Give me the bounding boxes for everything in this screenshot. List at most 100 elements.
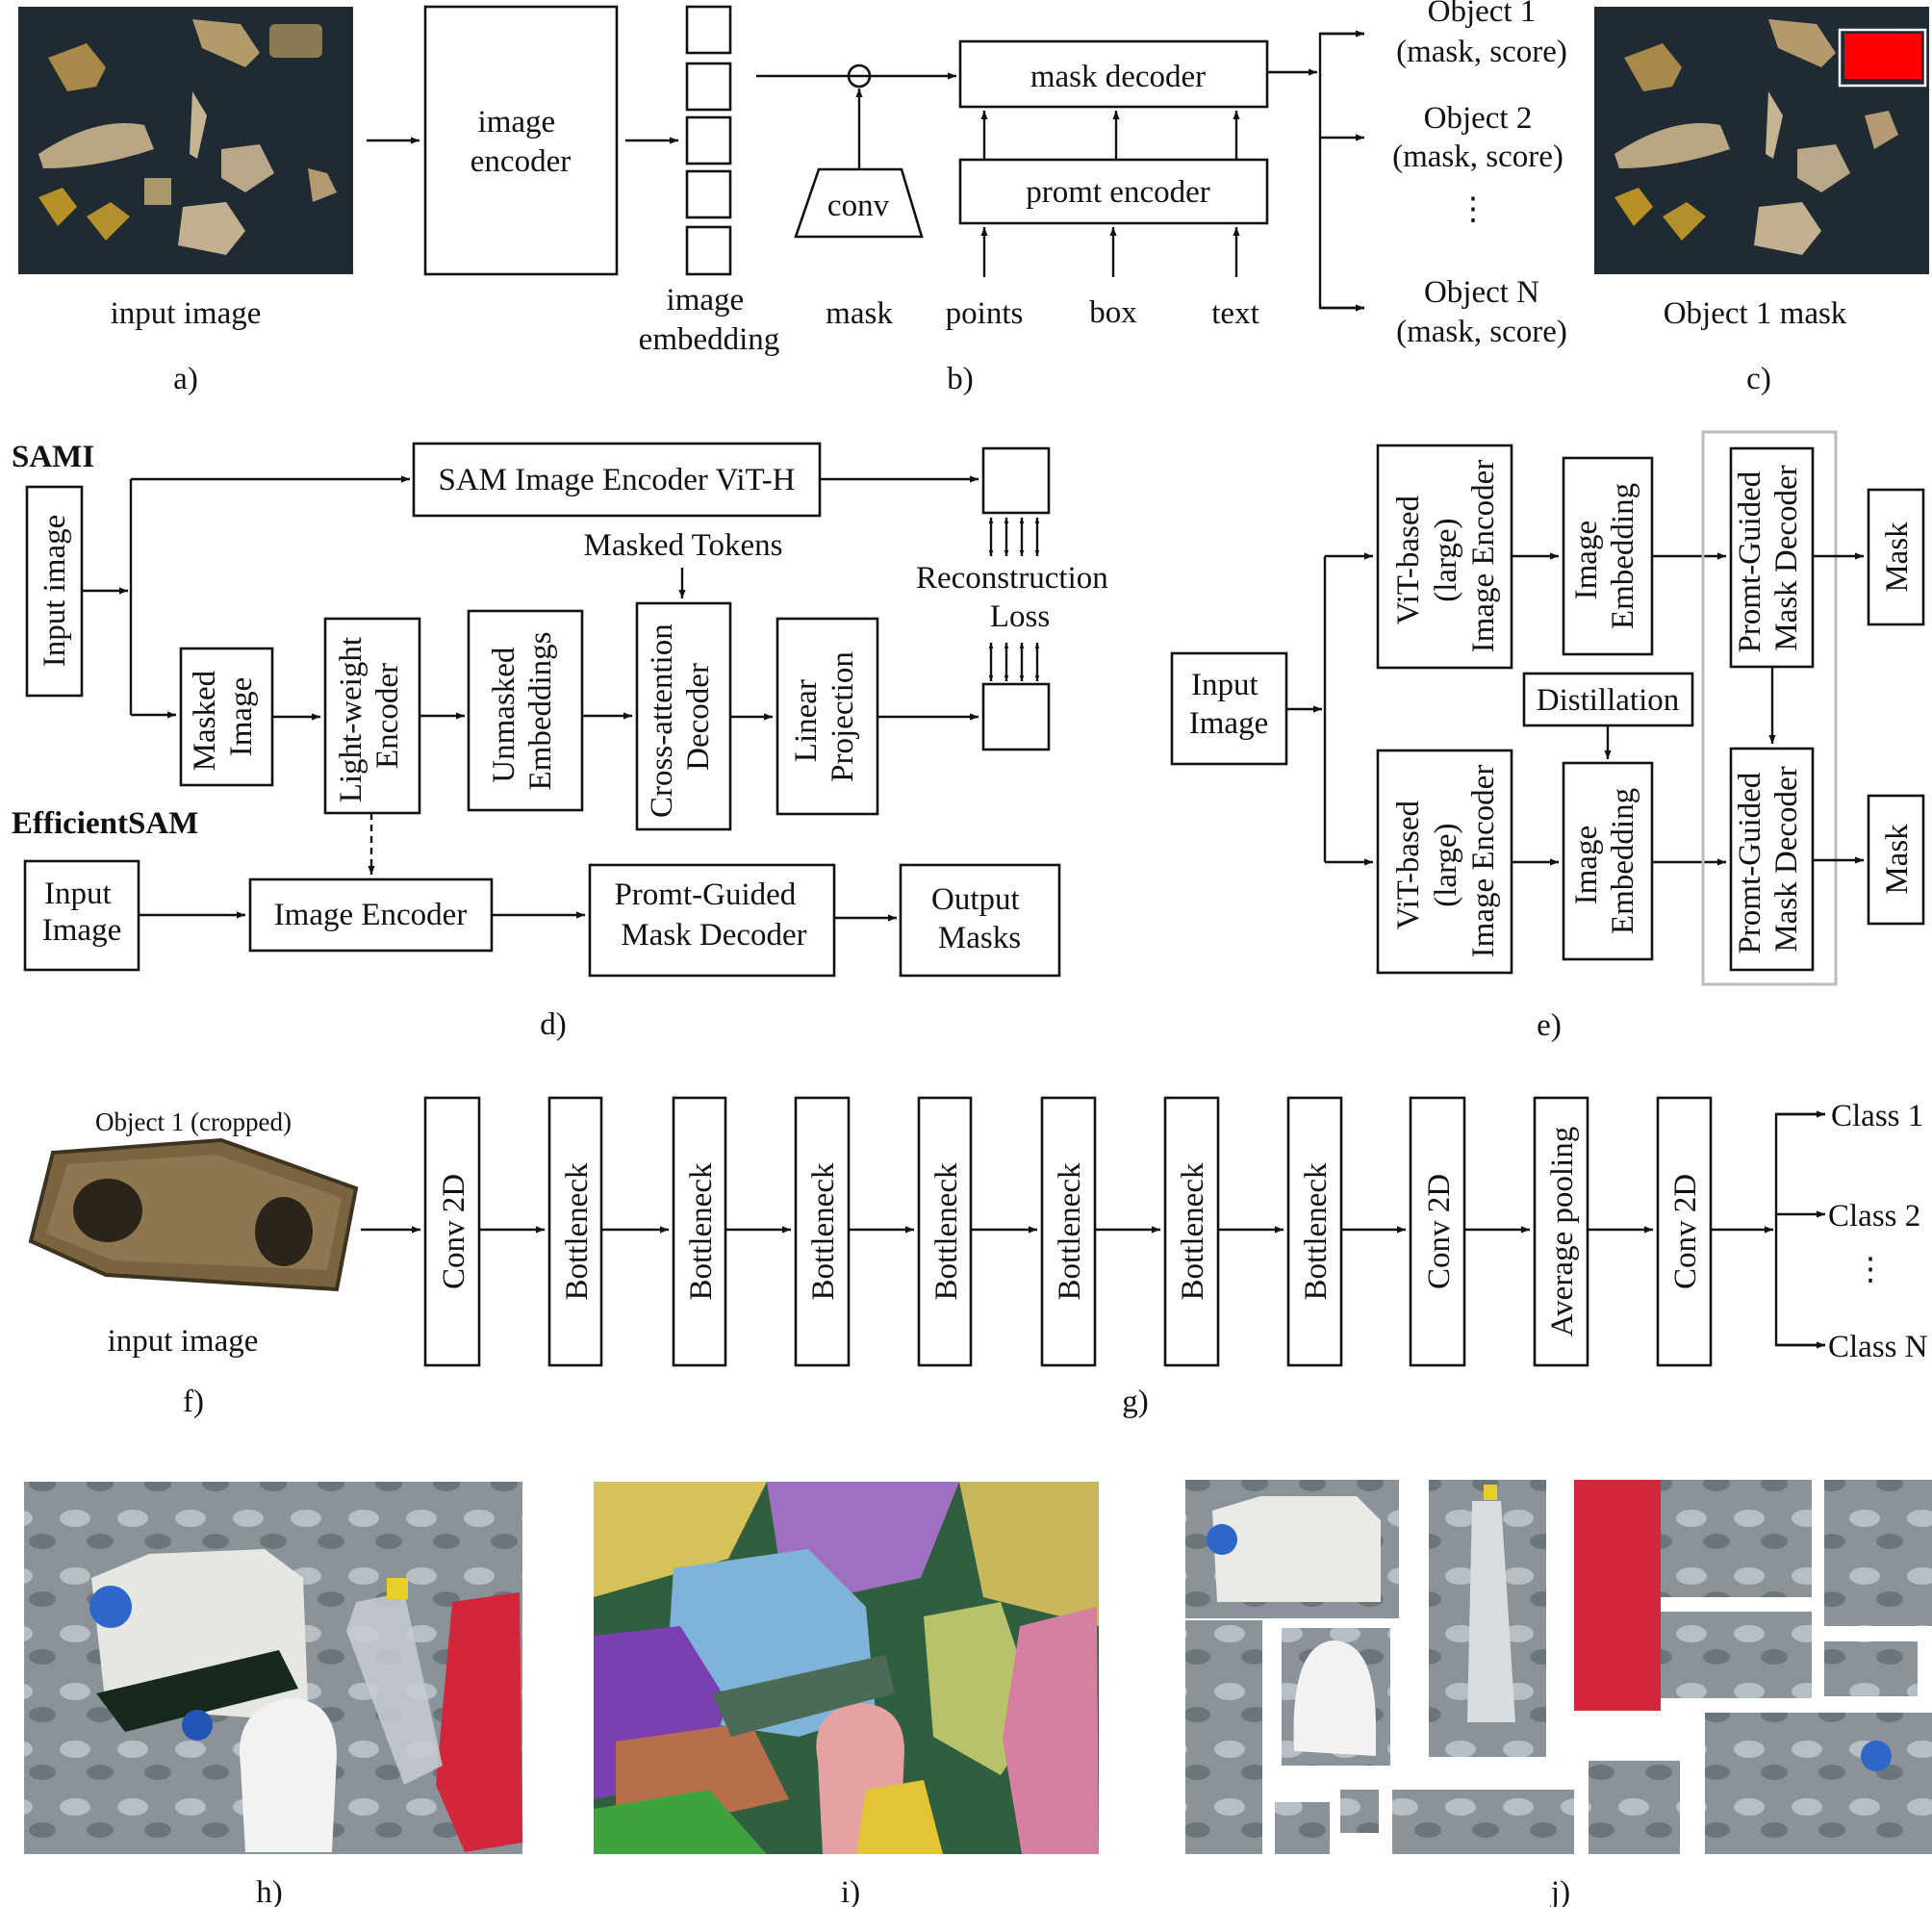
class-2-label: Class 2 bbox=[1828, 1199, 1920, 1233]
plastic-waste-photo bbox=[24, 1482, 522, 1854]
panel-g: Conv 2D Bottleneck Bottleneck Bottleneck… bbox=[361, 1096, 1928, 1419]
panel-d: SAMI Input image SAM Image Encoder ViT-H… bbox=[12, 440, 1116, 1042]
panel-a: input image a) image encoder image embed… bbox=[18, 5, 780, 396]
mask-decoder-label: mask decoder bbox=[1030, 60, 1206, 94]
class-n-label: Class N bbox=[1828, 1330, 1928, 1364]
cropped-object-hole-2 bbox=[255, 1197, 313, 1266]
layer-3-label: Bottleneck bbox=[684, 1162, 719, 1300]
output-masks-label: Output Masks bbox=[931, 882, 1028, 955]
esam-prompt-guided-decoder-label: Promt-Guided Mask Decoder bbox=[614, 877, 806, 953]
sami-title: SAMI bbox=[12, 440, 94, 474]
esam-prompt-guided-decoder-box bbox=[588, 863, 836, 978]
panel-label-h: h) bbox=[256, 1875, 283, 1907]
object-1-mask-overlay bbox=[1844, 34, 1921, 79]
mask-input-label: mask bbox=[826, 296, 893, 331]
panel-j: j) bbox=[1185, 1480, 1932, 1907]
unmasked-embeddings-box bbox=[467, 609, 584, 812]
lightweight-encoder-label: Light-weight Encoder bbox=[334, 629, 405, 803]
layer-4-box bbox=[794, 1096, 851, 1367]
mask-decoder-box bbox=[958, 39, 1269, 109]
e-input-image-label: Input Image bbox=[1189, 668, 1268, 741]
cross-attention-decoder-label: Cross-attention Decoder bbox=[645, 616, 716, 818]
layer-7-label: Bottleneck bbox=[1176, 1162, 1210, 1300]
class-1-label: Class 1 bbox=[1831, 1099, 1923, 1133]
target-embedding-box bbox=[981, 446, 1051, 515]
box-label: box bbox=[1089, 295, 1137, 330]
student-mask-box bbox=[1867, 794, 1925, 926]
crop-tile-wide-bottle bbox=[1705, 1713, 1932, 1854]
panel-label-g: g) bbox=[1122, 1385, 1149, 1419]
crop-tile-bottom-small bbox=[1589, 1761, 1680, 1854]
object-1-bounding-box bbox=[1838, 28, 1927, 88]
cropped-object-hole-1 bbox=[73, 1179, 142, 1242]
efficientsam-title: EfficientSAM bbox=[12, 806, 198, 841]
text-label: text bbox=[1211, 296, 1258, 331]
linear-projection-label: Linear Projection bbox=[789, 651, 860, 782]
object-1-name: Object 1 bbox=[1428, 0, 1537, 29]
crop-tile-tiny-2 bbox=[1340, 1790, 1379, 1833]
esam-image-encoder-label: Image Encoder bbox=[274, 898, 468, 932]
object-2-name: Object 2 bbox=[1424, 101, 1533, 136]
teacher-decoder-label: Promt-Guided Mask Decoder bbox=[1733, 463, 1804, 652]
reconstruction-loss-label: Reconstruction Loss bbox=[916, 561, 1116, 634]
class-fork bbox=[1774, 1112, 1825, 1347]
student-mask-label: Mask bbox=[1880, 824, 1915, 895]
conv-label: conv bbox=[827, 189, 890, 223]
image-encoder-box bbox=[423, 5, 619, 276]
layer-3-box bbox=[672, 1096, 727, 1367]
reconstruction-arrows-top bbox=[988, 518, 1040, 556]
image-encoder-label: image encoder bbox=[470, 105, 571, 179]
crop-tile-bag-b bbox=[1824, 1480, 1932, 1626]
cropped-object-caption: input image bbox=[108, 1324, 259, 1359]
crop-tile-red-bottle bbox=[1574, 1480, 1661, 1711]
object-1-detail: (mask, score) bbox=[1396, 35, 1567, 69]
shared-decoder-outline bbox=[1701, 430, 1838, 986]
layer-11-label: Conv 2D bbox=[1668, 1174, 1703, 1289]
panel-label-e: e) bbox=[1537, 1008, 1562, 1043]
layer-6-box bbox=[1040, 1096, 1097, 1367]
outputs-ellipsis: ⋮ bbox=[1458, 192, 1489, 227]
input-image-caption: input image bbox=[111, 296, 262, 331]
crop-tile-cup bbox=[1661, 1612, 1812, 1698]
panel-label-c: c) bbox=[1746, 362, 1771, 396]
student-decoder-label: Promt-Guided Mask Decoder bbox=[1733, 764, 1804, 954]
panel-c: Object 1 mask c) bbox=[1594, 7, 1929, 396]
panel-label-d: d) bbox=[540, 1007, 567, 1042]
student-embedding-label: Image Embedding bbox=[1569, 788, 1640, 934]
unmasked-embeddings-label: Unmasked Embeddings bbox=[487, 632, 558, 791]
esam-input-image-label: Input Image bbox=[42, 877, 121, 948]
points-label: points bbox=[946, 296, 1024, 331]
crop-tile-clear-tall bbox=[1185, 1620, 1262, 1854]
object-n-name: Object N bbox=[1424, 275, 1539, 310]
teacher-mask-label: Mask bbox=[1880, 521, 1915, 593]
panel-label-a: a) bbox=[173, 362, 198, 396]
reconstruction-arrows-bottom bbox=[988, 643, 1040, 681]
output-masks-box bbox=[899, 863, 1061, 978]
layer-7-box bbox=[1163, 1096, 1220, 1367]
prompt-encoder-label: promt encoder bbox=[1026, 175, 1210, 210]
cropped-object-photo bbox=[28, 1137, 359, 1292]
sum-node bbox=[847, 64, 872, 89]
sami-input-image-label: Input image bbox=[38, 515, 72, 668]
layer-8-box bbox=[1286, 1096, 1343, 1367]
layer-10-box bbox=[1533, 1096, 1589, 1367]
object-2-detail: (mask, score) bbox=[1392, 140, 1563, 174]
layer-9-box bbox=[1409, 1096, 1466, 1367]
teacher-mask-box bbox=[1867, 488, 1925, 626]
image-embedding-label: image embedding bbox=[639, 283, 780, 357]
prompt-encoder-box bbox=[958, 158, 1269, 225]
crop-tile-bag-a bbox=[1661, 1480, 1812, 1597]
cropped-object-title: Object 1 (cropped) bbox=[95, 1107, 292, 1136]
layer-5-box bbox=[917, 1096, 973, 1367]
layer-11-box bbox=[1656, 1096, 1713, 1367]
layer-1-box bbox=[423, 1096, 481, 1367]
panel-label-i: i) bbox=[841, 1875, 860, 1907]
distillation-label: Distillation bbox=[1537, 683, 1680, 718]
layer-10-label: Average pooling bbox=[1545, 1127, 1580, 1336]
object-1-mask-caption: Object 1 mask bbox=[1664, 296, 1847, 331]
layer-1-label: Conv 2D bbox=[437, 1174, 471, 1289]
panel-i: i) bbox=[594, 1482, 1099, 1907]
crop-tile-bottom-wide bbox=[1392, 1790, 1574, 1854]
panel-b: conv mask mask decoder promt encoder poi… bbox=[756, 0, 1567, 396]
